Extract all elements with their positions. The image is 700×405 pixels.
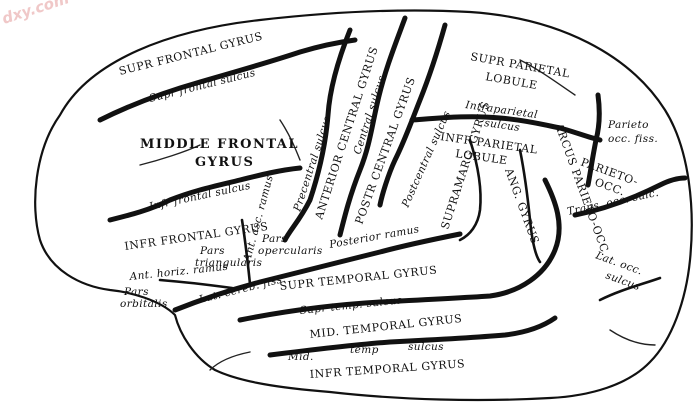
label-pars-orbitalis-2: orbitalis bbox=[120, 298, 168, 310]
supramarginal-branch bbox=[458, 138, 482, 242]
minor-sulcus-5 bbox=[209, 351, 251, 371]
superior-temporal-sulcus bbox=[237, 177, 562, 323]
angular-branch bbox=[518, 148, 542, 264]
label-pars-opercularis-2: opercularis bbox=[258, 245, 323, 257]
postcentral-sulcus bbox=[377, 22, 448, 208]
label-sup-temporal-gyrus: SUPR TEMPORAL GYRUS bbox=[279, 263, 438, 292]
label-parieto-occ-fiss-1: Parieto bbox=[607, 119, 649, 131]
precentral-sulcus bbox=[282, 27, 353, 243]
label-mid-temp-sulcus-3: sulcus bbox=[408, 341, 444, 353]
label-sup-temp-sulcus: Supr temp. sulcus bbox=[299, 294, 403, 317]
label-ang-gyrus: ANG. GYRUS bbox=[502, 166, 542, 246]
label-inf-frontal-sulcus: Infr frontal sulcus bbox=[147, 180, 252, 213]
label-pars-opercularis-1: Pars bbox=[261, 233, 287, 245]
label-mid-temp-sulcus-2: temp bbox=[350, 344, 379, 356]
parieto-occipital-fissure bbox=[585, 92, 602, 188]
transverse-occipital-sulcus bbox=[572, 175, 688, 218]
minor-sulcus-2 bbox=[279, 119, 301, 161]
watermark-text: dxy.com bbox=[0, 0, 71, 28]
superior-frontal-sulcus bbox=[97, 37, 358, 123]
inferior-frontal-sulcus bbox=[107, 165, 303, 223]
central-sulcus bbox=[337, 15, 408, 238]
label-middle-frontal: MIDDLE FRONTAL bbox=[140, 137, 299, 152]
label-postcentral-sulcus: Postcentral sulcus bbox=[399, 109, 453, 210]
hemisphere-outline bbox=[34, 9, 693, 402]
anterior-horizontal-ramus bbox=[158, 278, 234, 290]
label-pars-triangularis-1: Pars bbox=[199, 245, 225, 257]
lateral-occipital-sulcus bbox=[598, 276, 662, 302]
minor-sulcus-3 bbox=[519, 59, 576, 96]
label-sup-frontal-sulcus: Supr frontal sulcus bbox=[148, 67, 257, 105]
middle-temporal-sulcus bbox=[267, 315, 558, 358]
anterior-ascending-ramus bbox=[240, 218, 252, 286]
label-mid-temp-sulcus-1: Mid. bbox=[287, 351, 314, 363]
lateral-cerebral-fissure bbox=[172, 231, 463, 313]
minor-sulcus-1 bbox=[139, 144, 201, 166]
label-middle-frontal-gyrus: GYRUS bbox=[195, 155, 254, 170]
label-inf-temporal-gyrus: INFR TEMPORAL GYRUS bbox=[309, 357, 465, 381]
label-lat-cereb-fiss: Lat. cereb. fiss. bbox=[197, 273, 287, 306]
minor-sulcus-4 bbox=[609, 329, 656, 346]
label-mid-temporal-gyrus: MID. TEMPORAL GYRUS bbox=[309, 312, 463, 341]
label-parieto-occ-fiss-2: occ. fiss. bbox=[608, 133, 658, 145]
label-ant-horiz-ramus: Ant. horiz. ramus bbox=[128, 261, 229, 283]
label-intraparietal-sulcus-2: sulcus bbox=[484, 117, 521, 134]
label-pars-triangularis-2: triangularis bbox=[195, 257, 262, 269]
intraparietal-sulcus bbox=[409, 114, 603, 143]
label-pars-orbitalis-1: Pars bbox=[123, 286, 149, 298]
